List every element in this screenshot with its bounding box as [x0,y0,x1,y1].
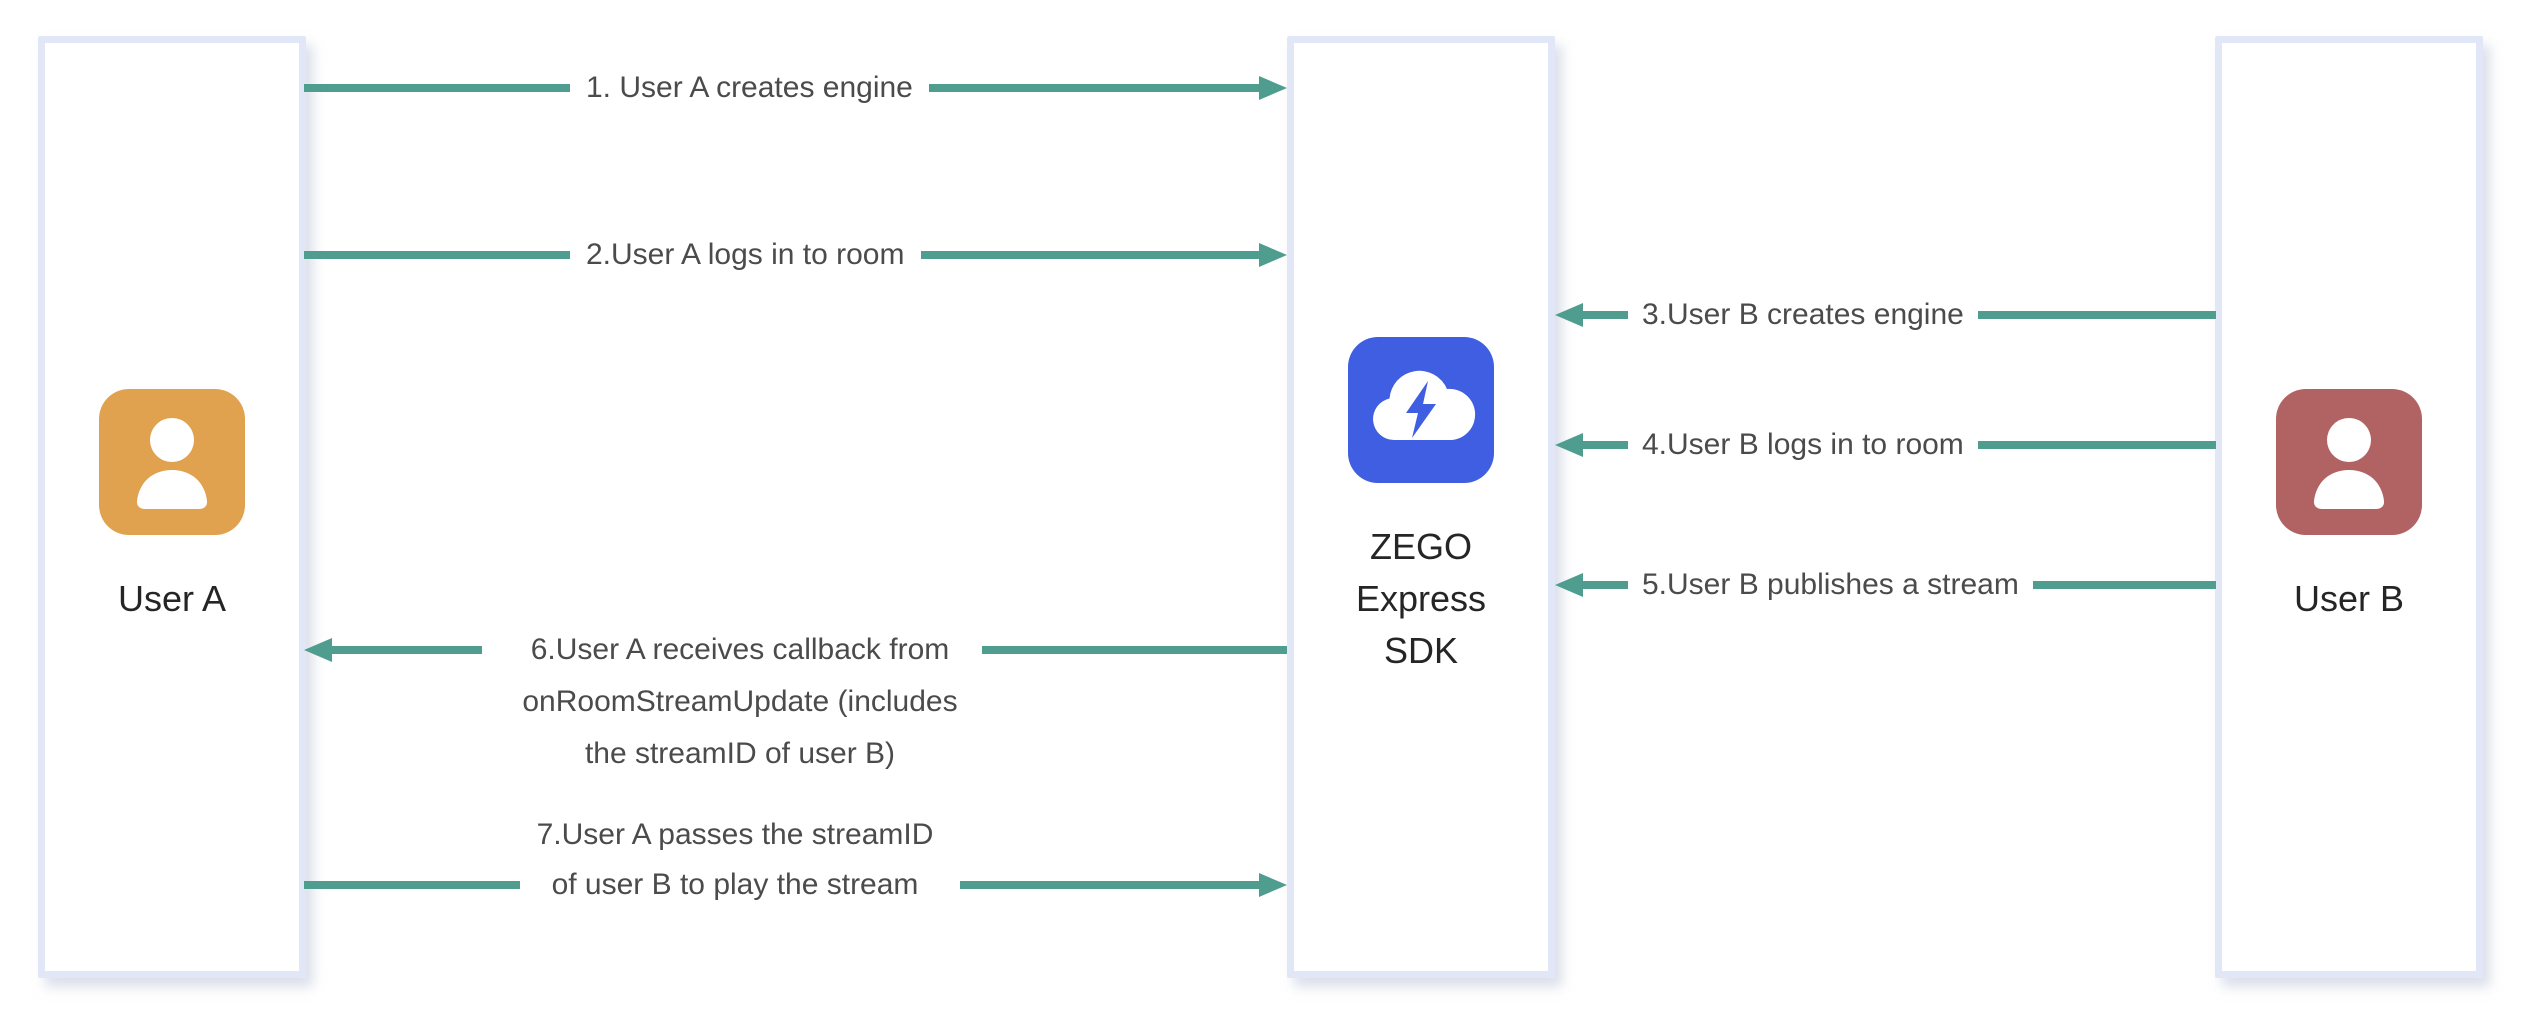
person-icon [2313,418,2385,509]
arrow-6-label: 6.User A receives callback from onRoomSt… [500,624,980,780]
arrow-6-label-line: 6.User A receives callback from [530,633,950,666]
actor-card-user-b: User B [2215,36,2483,978]
arrow-2-login-room: 2.User A logs in to room [304,238,1287,271]
arrowhead-left-icon [304,638,332,662]
user-a-avatar-icon [99,389,245,535]
arrow-line-segment [1583,581,1628,589]
arrow-7-label-line: 7.User A passes the streamID [536,818,934,851]
arrow-2-label: 2.User A logs in to room [586,238,905,271]
arrow-line-segment [982,646,1287,654]
actor-label-user-a: User A [117,578,227,619]
arrowhead-right-icon [1259,243,1287,267]
arrowhead-left-icon [1555,573,1583,597]
actor-label-line: ZEGO [1369,526,1472,567]
arrow-line-segment [1583,311,1628,319]
arrowhead-left-icon [1555,433,1583,457]
actor-label-zego-sdk: ZEGO Express SDK [1356,521,1486,677]
arrow-line-segment [1977,311,2216,319]
arrow-line-segment [928,84,1259,92]
actor-label-line: Express [1355,578,1487,619]
actor-label-user-b: User B [2293,578,2405,619]
arrow-1-label: 1. User A creates engine [586,71,913,104]
arrow-line-segment [920,251,1259,259]
arrow-6-label-line: the streamID of user B) [584,737,896,770]
arrow-7-label-line: of user B to play the stream [551,868,919,901]
arrow-5-publish-stream: 5.User B publishes a stream [1555,568,2216,601]
person-icon [136,418,208,509]
arrow-line-segment [304,881,520,889]
arrow-7-play-stream [304,873,1287,897]
arrow-line-segment [304,251,570,259]
arrowhead-left-icon [1555,303,1583,327]
user-b-avatar-icon [2276,389,2422,535]
arrow-line-segment [960,881,1259,889]
actor-label-line: SDK [1383,630,1458,671]
cloud-lightning-icon [1373,370,1476,440]
arrow-line-segment [1977,441,2216,449]
zego-sdk-icon [1348,337,1494,483]
arrow-line-segment [1583,441,1628,449]
actor-card-zego-sdk: ZEGO Express SDK [1287,36,1555,978]
arrow-line-segment [2032,581,2216,589]
arrow-6-stream-update-callback [304,638,1287,662]
arrow-5-label: 5.User B publishes a stream [1642,568,2019,601]
arrow-4-login-room: 4.User B logs in to room [1555,428,2216,461]
arrow-7-label: 7.User A passes the streamID of user B t… [495,810,975,910]
arrow-line-segment [332,646,482,654]
arrowhead-right-icon [1259,873,1287,897]
arrow-3-create-engine: 3.User B creates engine [1555,298,2216,331]
arrowhead-right-icon [1259,76,1287,100]
actor-card-user-a: User A [38,36,306,978]
arrow-4-label: 4.User B logs in to room [1642,428,1964,461]
arrow-3-label: 3.User B creates engine [1642,298,1964,331]
arrow-6-label-line: onRoomStreamUpdate (includes [522,685,958,718]
arrow-line-segment [304,84,570,92]
arrow-1-create-engine: 1. User A creates engine [304,71,1287,104]
